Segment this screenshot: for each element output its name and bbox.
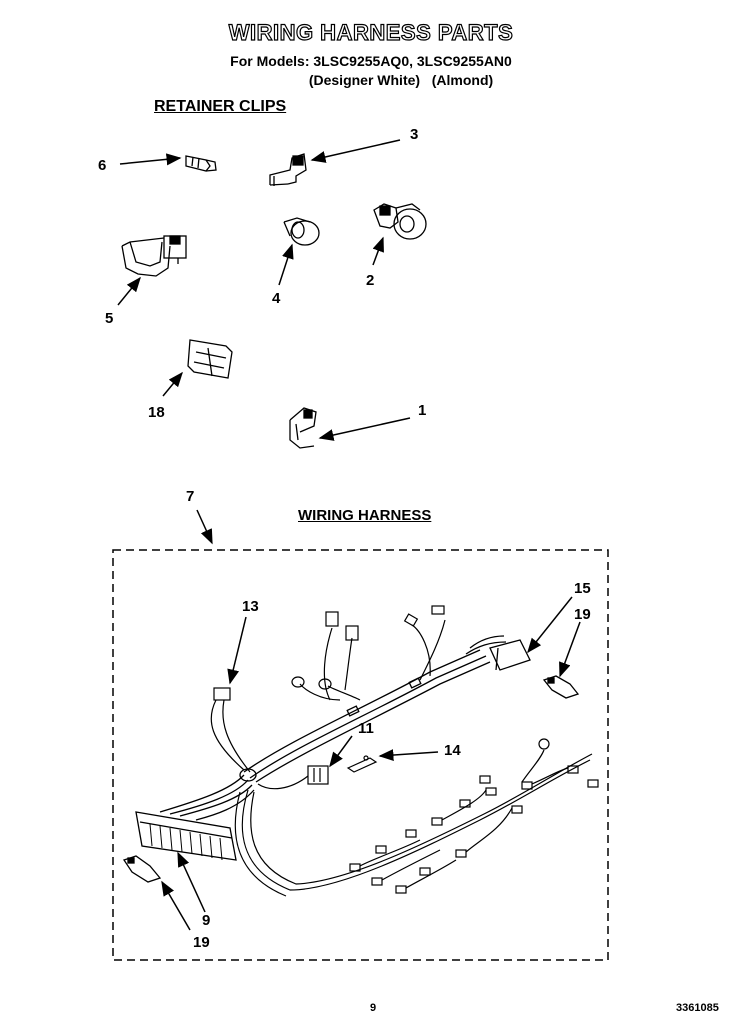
leader-13 (227, 616, 247, 685)
callout-18: 18 (148, 404, 165, 421)
connector-13 (210, 687, 251, 773)
page-title: WIRING HARNESS PARTS (228, 19, 514, 45)
clip-2 (373, 203, 427, 240)
page-number: 9 (370, 1002, 377, 1014)
clip-6-rivet (185, 155, 217, 172)
leader-1 (318, 417, 411, 441)
connector-14 (346, 755, 378, 773)
leader-9 (177, 851, 206, 913)
leader-4 (278, 243, 294, 286)
clip-5 (121, 235, 187, 277)
leader-2 (372, 236, 384, 266)
leader-19a (559, 621, 581, 678)
section-retainer-clips: RETAINER CLIPS (154, 98, 287, 115)
callout-2: 2 (366, 272, 375, 289)
callout-5: 5 (105, 310, 114, 327)
clip-18 (187, 339, 233, 379)
callout-9: 9 (202, 912, 211, 929)
leader-7 (196, 509, 213, 545)
leader-14 (378, 749, 439, 762)
connector-15 (465, 635, 531, 671)
leader-6 (119, 153, 182, 166)
callout-15: 15 (574, 580, 591, 597)
lower-branches (234, 738, 599, 897)
clip-4-ring (283, 217, 320, 246)
connector-9 (135, 774, 255, 861)
connector-11 (257, 765, 329, 790)
clip-3 (269, 153, 307, 186)
callout-19-left: 19 (193, 934, 210, 951)
clip-19-right (542, 675, 580, 699)
upper-branches (291, 605, 446, 701)
callout-19-right: 19 (574, 606, 591, 623)
document-number: 3361085 (676, 1002, 719, 1014)
clip-1 (289, 407, 317, 449)
harness-boundary-box (112, 549, 609, 961)
callout-14: 14 (444, 742, 461, 759)
callout-11: 11 (358, 720, 374, 737)
leader-11 (329, 735, 353, 768)
leader-18 (162, 371, 183, 397)
leader-3 (310, 139, 401, 163)
colors-line: (Designer White) (Almond) (308, 72, 494, 88)
callout-7: 7 (186, 488, 195, 505)
clip-19-left (122, 855, 162, 883)
section-wiring-harness: WIRING HARNESS (298, 507, 432, 524)
leader-19b (161, 880, 191, 931)
callout-13: 13 (242, 598, 259, 615)
leader-5 (117, 276, 141, 306)
leader-15 (527, 596, 573, 654)
callout-1: 1 (418, 402, 427, 419)
callout-6: 6 (98, 157, 107, 174)
callout-3: 3 (410, 126, 419, 143)
harness-trunk (239, 649, 491, 783)
models-line: For Models: 3LSC9255AQ0, 3LSC9255AN0 (230, 53, 512, 69)
callout-4: 4 (272, 290, 281, 307)
